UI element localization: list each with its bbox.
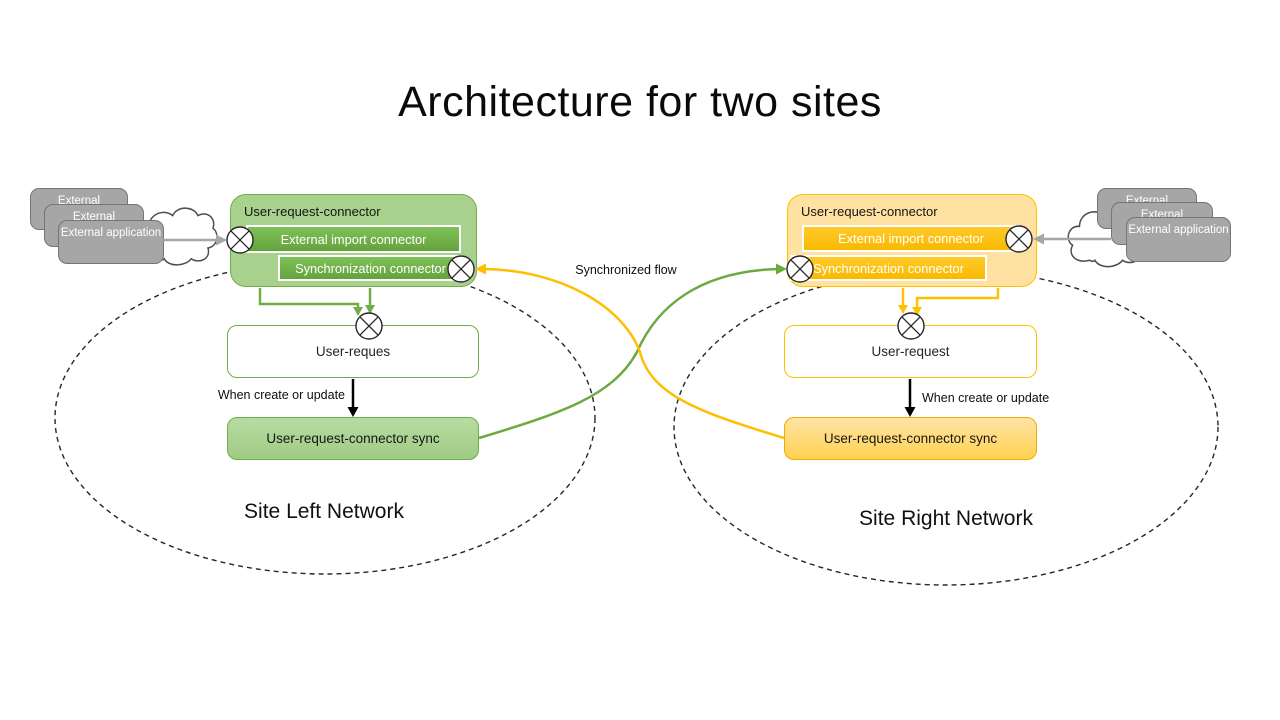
left-connector-drop-lines	[258, 288, 375, 316]
external-application-label: External application	[1128, 224, 1229, 236]
right-trigger-label: When create or update	[922, 391, 1050, 405]
left-trigger-label: When create or update	[217, 388, 345, 402]
external-application-box: External application	[1126, 217, 1231, 262]
left-sync-job-box: User-request-connector sync	[227, 417, 479, 460]
left-network-label: Site Left Network	[244, 500, 404, 523]
import-connector-label: External import connector	[838, 231, 984, 246]
left-trigger-arrow	[347, 379, 359, 417]
left-external-arrow	[162, 234, 227, 246]
sync-job-label: User-request-connector sync	[266, 431, 440, 446]
left-synchronization-connector: Synchronization connector	[278, 255, 463, 281]
sync-connector-label: Synchronization connector	[813, 260, 964, 276]
entity-label: User-request	[871, 344, 950, 359]
page-title: Architecture for two sites	[398, 78, 882, 126]
right-external-arrow	[1033, 233, 1111, 245]
right-sync-job-box: User-request-connector sync	[784, 417, 1037, 460]
right-external-import-connector: External import connector	[802, 225, 1020, 252]
green-sync-flow-curve	[478, 263, 787, 440]
right-synchronization-connector: Synchronization connector	[790, 255, 987, 281]
right-trigger-arrow	[904, 379, 916, 417]
external-application-box: External application	[58, 220, 164, 264]
sync-job-label: User-request-connector sync	[823, 431, 998, 446]
synchronized-flow-label: Synchronized flow	[575, 263, 677, 277]
connector-container-title: User-request-connector	[801, 204, 938, 219]
import-connector-label: External import connector	[280, 231, 427, 247]
right-network-label: Site Right Network	[859, 507, 1033, 530]
left-user-request-entity-box: User-reques	[227, 325, 479, 378]
connector-container-title: User-request-connector	[244, 204, 381, 219]
left-external-import-connector: External import connector	[246, 225, 461, 253]
right-user-request-entity-box: User-request	[784, 325, 1037, 378]
amber-sync-flow-curve	[475, 263, 785, 440]
external-application-label: External application	[60, 227, 162, 239]
right-connector-drop-lines	[898, 288, 1000, 316]
entity-label: User-reques	[315, 344, 391, 359]
sync-connector-label: Synchronization connector	[295, 260, 446, 276]
